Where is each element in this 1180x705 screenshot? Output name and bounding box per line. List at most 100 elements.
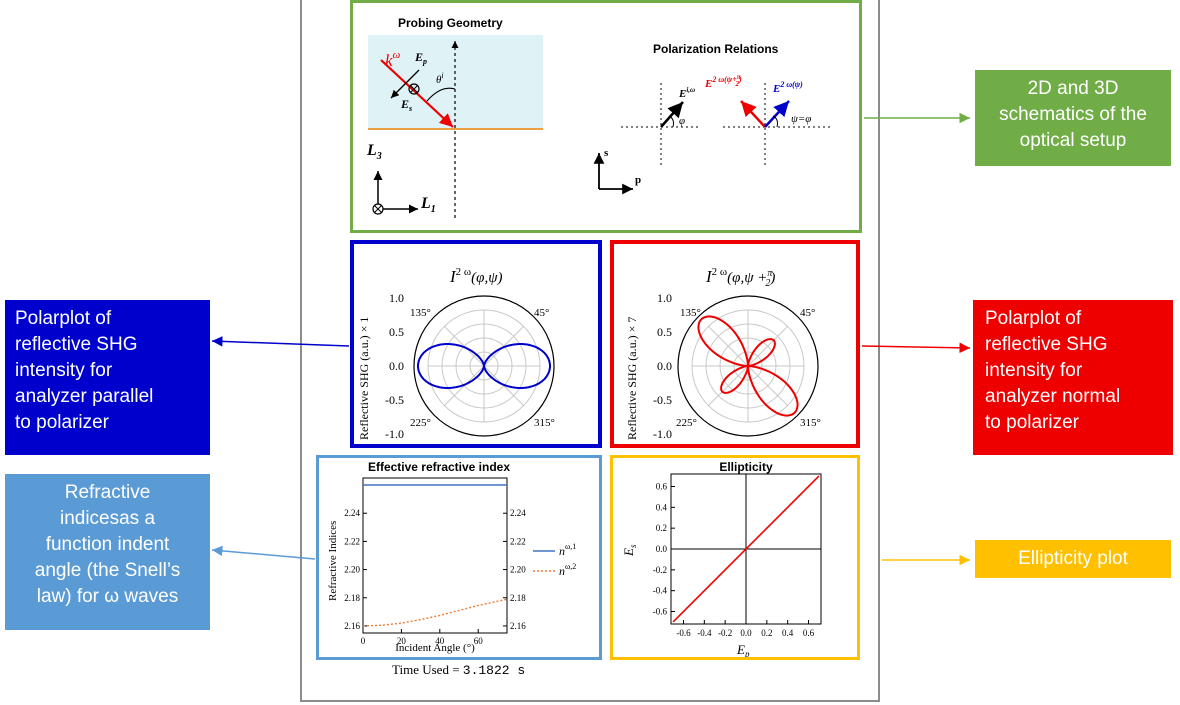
y-tick-label-right: 2.22 (510, 536, 526, 546)
x-tick-label: 0 (361, 636, 366, 646)
theta-arc (426, 87, 456, 102)
series-line-2 (362, 598, 508, 627)
y-tick: -0.5 (385, 393, 404, 407)
callout-setup-line: schematics of the (999, 104, 1147, 125)
p-axis-label: p (635, 174, 641, 186)
es-label: Es (400, 97, 412, 113)
ep-arrow (390, 69, 420, 99)
refractive-chart-title: Effective refractive index (368, 460, 510, 474)
y-tick-label: -0.6 (653, 607, 668, 617)
polar-normal-frac-bot: 2 (765, 278, 770, 289)
polar-normal-curve (697, 315, 799, 417)
callout-refractive-line: law) for ω waves (36, 586, 179, 607)
callout-parallel-line: intensity for (15, 360, 113, 381)
y-tick-label: 2.18 (344, 593, 360, 603)
legend-label-n1-base: n (559, 544, 565, 558)
x-tick-label: -0.4 (697, 628, 712, 638)
angle-label: 225° (410, 417, 431, 429)
x-tick-label: 40 (435, 636, 445, 646)
y-tick: -0.5 (653, 393, 672, 407)
y-tick-label: -0.2 (653, 565, 667, 575)
y-tick-label-right: 2.20 (510, 565, 526, 575)
theta-label-sup: i (441, 71, 443, 80)
e-in-arrow (660, 101, 684, 128)
l3-label-base: L (366, 142, 377, 159)
polar-parallel-title: I2 ω(φ,ψ) (449, 266, 503, 286)
e-parallel-label-sup: 2 ω(ψ) (779, 80, 803, 89)
y-tick-label: -0.4 (653, 586, 668, 596)
polar-parallel-outer-ring (413, 295, 555, 437)
l1-label-sub: 1 (431, 204, 436, 215)
theta-label-base: θ (436, 74, 442, 86)
y-tick-label: 0.4 (656, 502, 668, 512)
x-tick-label: 0.2 (761, 628, 772, 638)
refractive-plot-frame (362, 477, 508, 634)
e-normal-arrow (740, 100, 766, 128)
polar-parallel-svg: I2 ω(φ,ψ) Reflective SHG (a.u.) × 1 1.0 … (357, 266, 555, 441)
angle-label: 135° (680, 307, 701, 319)
setup-schematic-panel: Probing Geometry kω Ep Es θi L3 L1 Polar… (350, 0, 862, 233)
y-tick: -1.0 (385, 427, 404, 441)
callout-refractive-line: Refractive (64, 482, 151, 503)
callout-normal-line: analyzer normal (985, 386, 1121, 407)
y-tick-label: 0.0 (656, 544, 668, 554)
refractive-series (362, 484, 508, 627)
phi-arc (668, 115, 674, 128)
k-label-base: k (385, 51, 393, 70)
refractive-chart-svg: Effective refractive index 2.16 2.16 2.18 2… (327, 460, 576, 654)
y-tick-label-right: 2.16 (510, 621, 526, 631)
y-tick: 1.0 (657, 291, 672, 305)
polar-parallel-title-sup: 2 ω (456, 266, 472, 278)
y-tick: 0.0 (657, 359, 672, 373)
es-label-sub: s (408, 104, 412, 113)
callout-setup: 2D and 3D schematics of the optical setu… (975, 70, 1171, 166)
l1-label-base: L (420, 195, 431, 212)
y-tick: -1.0 (653, 427, 672, 441)
polar-normal-frac-top: π (767, 268, 773, 279)
polar-parallel-title-base: I (449, 267, 457, 286)
ellipticity-xlabel: Ep (736, 642, 750, 657)
legend-label-n2-sup: ω,2 (565, 562, 576, 571)
polar-parallel-yticks: 1.0 0.5 0.0 -0.5 -1.0 (385, 291, 404, 441)
refractive-xlabel: Incident Angle (°) (395, 642, 475, 654)
y-tick-label-right: 2.24 (510, 508, 526, 518)
setup-schematic-svg: Probing Geometry kω Ep Es θi L3 L1 Polar… (366, 16, 831, 218)
angle-label: 315° (534, 417, 555, 429)
polar-parallel-panel: I2 ω(φ,ψ) Reflective SHG (a.u.) × 1 1.0 … (350, 240, 602, 448)
psi-phi-label: ψ=φ (791, 113, 811, 125)
y-tick-label: 0.6 (656, 482, 668, 492)
e-normal-frac-bot: 2 (735, 80, 740, 88)
e-normal-label-sup: 2 ω(ψ+ (711, 75, 737, 84)
polar-parallel-title-args: (φ,ψ) (471, 270, 502, 286)
ellipticity-series (672, 475, 820, 623)
refractive-ylabel: Refractive Indices (327, 521, 339, 601)
y-tick-label: 2.16 (344, 621, 360, 631)
ellipticity-ylabel-sub: s (628, 544, 638, 548)
polar-normal-title-args: (φ,ψ + (727, 270, 767, 286)
polar-normal-title-sup: 2 ω (712, 266, 728, 278)
angle-label: 135° (410, 307, 431, 319)
angle-label: 45° (534, 307, 549, 319)
time-used-value: 3.1822 (462, 663, 510, 678)
x-tick-label: -0.6 (676, 628, 691, 638)
l3-label-sub: 3 (376, 151, 382, 162)
polar-normal-angle-labels: 135° 45° 225° 315° (676, 307, 821, 429)
ep-label: Ep (414, 50, 427, 66)
callout-parallel-line: to polarizer (15, 412, 109, 433)
y-tick-label-right: 2.18 (510, 593, 526, 603)
callout-normal-line: to polarizer (985, 412, 1079, 433)
e-in-label: Ei,ω (678, 86, 695, 100)
y-tick-label: 2.22 (344, 536, 360, 546)
geometry-title: Probing Geometry (398, 16, 503, 30)
y-tick: 0.0 (389, 359, 404, 373)
y-tick: 1.0 (389, 291, 404, 305)
k-label: kω (385, 49, 401, 70)
callout-parallel-line: reflective SHG (15, 334, 138, 355)
k-label-sup: ω (393, 49, 401, 61)
x-tick-label: 60 (474, 636, 484, 646)
callout-parallel-line: Polarplot of (15, 308, 112, 329)
